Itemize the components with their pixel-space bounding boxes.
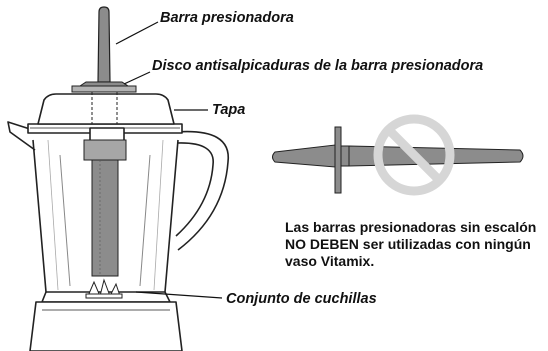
tamper-in-jar (71, 6, 137, 277)
splash-disk-label: Disco antisalpicaduras de la barra presi… (152, 58, 484, 74)
no-symbol-icon (373, 114, 455, 196)
warning-text: Las barras presionadoras sin escalón NO … (285, 219, 537, 269)
lid-label: Tapa (212, 102, 246, 118)
blade-assembly-label: Conjunto de cuchillas (226, 291, 377, 307)
blade-assembly (85, 278, 123, 299)
tamper-label: Barra presionadora (160, 10, 294, 26)
blender-container (7, 93, 229, 351)
callout-leaders (115, 21, 223, 299)
non-stepped-tamper (272, 126, 524, 194)
